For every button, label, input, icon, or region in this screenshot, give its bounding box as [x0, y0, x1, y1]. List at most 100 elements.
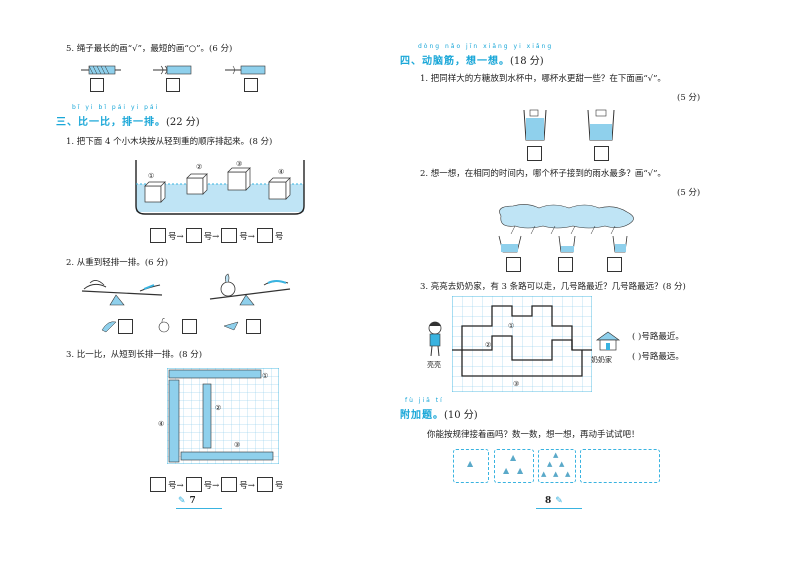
answer-box-cup-1[interactable] — [527, 146, 542, 161]
rain-cup-2 — [558, 235, 576, 253]
pattern-tile-1: ▲ — [453, 449, 489, 483]
start-label: 亮亮 — [427, 361, 441, 369]
bar-label-3: ③ — [234, 441, 241, 449]
order-arrow: 号→ — [239, 231, 255, 242]
answer-box-rope-3[interactable] — [244, 78, 258, 92]
route-grid — [451, 295, 593, 396]
answer-farthest[interactable]: ( )号路最远。 — [632, 352, 684, 362]
answer-box-rain-2[interactable] — [558, 257, 573, 272]
triangle-icon: ▲ — [467, 459, 474, 468]
right-q1-points: (5 分) — [677, 93, 701, 103]
page-footer-right: 8 ✎ — [545, 496, 595, 506]
right-q3-text: 3. 亮亮去奶奶家，有 3 条路可以走，几号路最近？几号路最远？(8 分) — [420, 282, 686, 292]
boy-icon — [423, 320, 447, 364]
answer-box-rope-2[interactable] — [166, 78, 180, 92]
triangle-icon: ▲ — [547, 460, 553, 468]
answer-box-rain-3[interactable] — [607, 257, 622, 272]
section3-heading: 三、比一比，排一排。(22 分) — [56, 113, 200, 128]
rope-3 — [225, 65, 266, 75]
triangle-icon: ▲ — [559, 460, 565, 468]
left-q3-text: 3. 比一比，从短到长排一排。(8 分) — [66, 350, 203, 360]
left-q5-text: 5. 绳子最长的画“√”，最短的画“○”。(6 分) — [66, 44, 233, 54]
left-q1-text: 1. 把下面 4 个小木块按从轻到重的顺序排起来。(8 分) — [66, 137, 273, 147]
right-q2-text: 2. 想一想，在相同的时间内，哪个杯子接到的雨水最多？画“√”。 — [420, 169, 666, 179]
block-label-3: ③ — [236, 160, 243, 168]
order-arrow: 号→ — [239, 480, 255, 491]
order-end: 号 — [274, 480, 284, 491]
order-arrow: 号→ — [168, 231, 184, 242]
page-footer-rule — [536, 508, 582, 509]
page-number-right: 8 — [545, 496, 552, 506]
order-box[interactable] — [150, 228, 166, 243]
bonus-points: (10 分) — [444, 410, 478, 421]
order-box[interactable] — [150, 477, 166, 492]
bar-label-2: ② — [215, 404, 222, 412]
sugar-cups — [520, 108, 620, 148]
section4-pinyin: dòng nǎo jīn xiǎng yi xiǎng — [418, 43, 554, 50]
answer-box-heavy[interactable] — [118, 319, 133, 334]
triangle-icon: ▲ — [510, 453, 517, 462]
answer-box-rope-1[interactable] — [90, 78, 104, 92]
route-label-2: ② — [485, 341, 492, 349]
block-label-4: ④ — [278, 168, 285, 176]
rope-illustrations — [75, 62, 275, 98]
answer-box-light[interactable] — [246, 319, 261, 334]
pattern-tile-3: ▲ ▲ ▲ ▲ ▲ ▲ — [538, 449, 576, 483]
q3-order-row: 号→ 号→ 号→ 号 — [150, 477, 283, 492]
water-tank — [135, 156, 305, 220]
answer-box-cup-2[interactable] — [594, 146, 609, 161]
house-icon — [595, 330, 621, 356]
order-box[interactable] — [185, 477, 202, 492]
section3-title: 三、比一比，排一排。 — [56, 117, 166, 128]
order-end: 号 — [274, 231, 284, 242]
section3-pinyin: bǐ yi bǐ pái yi pái — [72, 104, 160, 111]
bar-label-4: ④ — [158, 420, 165, 428]
order-box[interactable] — [256, 477, 273, 492]
order-box[interactable] — [256, 228, 273, 243]
q1-order-row: 号→ 号→ 号→ 号 — [150, 228, 283, 243]
order-box[interactable] — [221, 228, 238, 243]
rain-cup-3 — [612, 235, 628, 253]
triangle-icon: ▲ — [553, 470, 559, 478]
answer-box-middle[interactable] — [182, 319, 197, 334]
triangle-icon: ▲ — [541, 470, 547, 478]
pattern-tile-2: ▲ ▲ ▲ — [494, 449, 534, 483]
route-label-3: ③ — [513, 380, 520, 388]
answer-box-rain-1[interactable] — [506, 257, 521, 272]
bonus-title: 附加题。 — [400, 410, 444, 421]
bar-grid — [166, 367, 280, 468]
bonus-instruction: 你能按规律接着画吗？数一数，想一想，再动手试试吧！ — [427, 430, 640, 440]
balance-scales — [78, 273, 298, 317]
pattern-answer-tile[interactable] — [580, 449, 660, 483]
page-number-left: 7 — [189, 496, 196, 506]
section4-points: (18 分) — [510, 56, 544, 67]
rain-cup-1 — [498, 235, 522, 253]
block-label-1: ① — [148, 172, 155, 180]
right-q1-text: 1. 把同样大的方糖放到水杯中，哪杯水更甜一些？在下面画“√”。 — [420, 74, 666, 84]
triangle-icon: ▲ — [503, 466, 510, 475]
scale-1 — [81, 280, 163, 306]
order-box[interactable] — [221, 477, 238, 492]
triangle-icon: ▲ — [517, 466, 524, 475]
triangle-icon: ▲ — [565, 470, 571, 478]
pencil-icon: ✎ — [178, 496, 186, 506]
cup-2 — [587, 109, 615, 141]
triangle-icon: ▲ — [553, 451, 559, 459]
block-label-2: ② — [196, 163, 203, 171]
scale-2 — [209, 273, 291, 306]
page-footer-rule — [176, 508, 222, 509]
section4-title: 四、动脑筋，想一想。 — [400, 56, 510, 67]
route-label-1: ① — [508, 322, 515, 330]
page-footer-left: ✎ 7 — [178, 496, 228, 506]
section3-points: (22 分) — [166, 117, 200, 128]
right-q2-points: (5 分) — [677, 188, 701, 198]
answer-nearest[interactable]: ( )号路最近。 — [632, 332, 684, 342]
bar-label-1: ① — [262, 372, 269, 380]
section4-heading: 四、动脑筋，想一想。(18 分) — [400, 52, 544, 67]
left-q2-text: 2. 从重到轻排一排。(6 分) — [66, 258, 169, 268]
pencil-icon: ✎ — [555, 496, 563, 506]
order-box[interactable] — [185, 228, 202, 243]
end-label: 奶奶家 — [591, 356, 612, 364]
rope-2 — [153, 65, 192, 75]
order-arrow: 号→ — [203, 231, 220, 242]
